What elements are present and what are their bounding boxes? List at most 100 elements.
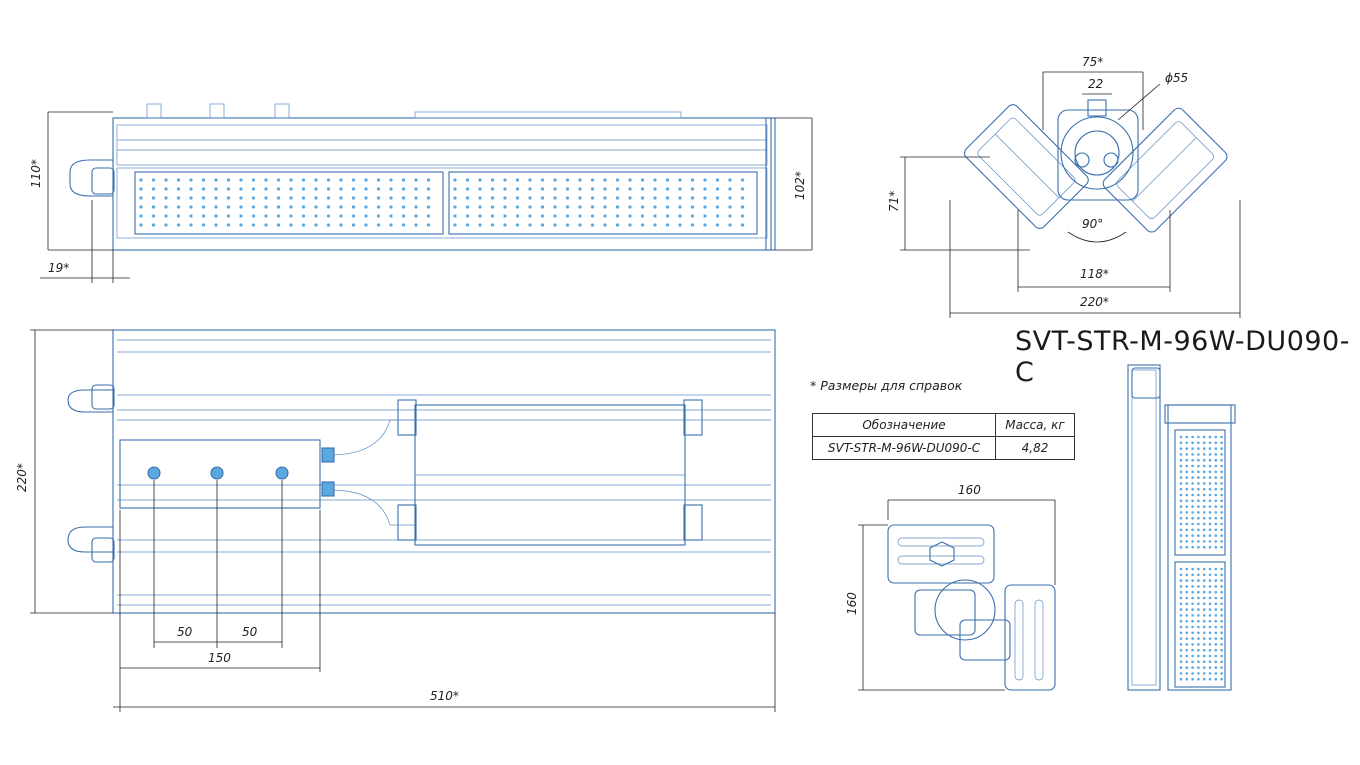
led-dot [1191,608,1194,611]
led-dot [376,205,381,209]
end-hole-dia-label: ϕ55 [1165,71,1188,85]
led-dot [1191,625,1194,629]
led-dot [301,223,306,227]
led-dot [1220,625,1223,629]
led-dot [264,205,268,209]
led-dot [1202,476,1206,479]
led-dot [590,205,595,209]
led-dot [139,196,143,200]
led-dot [251,178,256,182]
led-dot [414,214,418,218]
led-dot [1214,476,1218,479]
led-dot [565,196,570,200]
led-dot [1208,487,1212,491]
led-dot [1179,590,1183,594]
led-dot [1214,660,1218,664]
led-dot [1191,677,1194,681]
led-dot [1185,528,1189,532]
led-dot [1220,528,1223,532]
led-dot [1220,567,1223,571]
led-dot [1220,540,1223,543]
led-dot [1220,453,1223,456]
led-dot [1185,567,1189,571]
end-top-width-label: 75* [1082,55,1103,69]
led-dot [1185,470,1189,474]
led-dot [1202,677,1206,681]
led-dot [1185,579,1189,582]
led-dot [690,214,695,218]
led-dot [1191,579,1194,582]
led-dot [1185,534,1189,537]
led-dot [301,178,306,182]
end-height-label: 71* [887,191,901,212]
led-dot [703,205,707,209]
led-dot [351,214,356,218]
led-dot [540,223,545,227]
led-dot [1220,672,1223,675]
led-dot [1214,631,1218,635]
led-dot [715,178,720,182]
led-dot [1214,487,1218,491]
led-dot [465,196,470,200]
spec-header-designation: Обозначение [812,413,996,437]
led-dot [164,187,168,191]
led-dot [1208,567,1212,571]
led-dot [1202,579,1206,582]
led-dot [553,178,557,182]
led-dot [1202,453,1206,456]
led-dot [176,196,181,200]
led-dot [176,178,181,182]
led-dot [1208,677,1212,681]
led-dot [251,223,256,227]
led-dot [640,196,645,200]
led-dot [1179,441,1183,445]
led-dot [1214,453,1218,456]
led-dot [1208,476,1212,479]
led-dot [628,223,632,227]
led-dot [251,214,256,218]
led-dot [214,223,218,227]
led-dot [239,205,243,209]
side-view: 110* 102* 19* [29,103,813,283]
led-dot [239,196,243,200]
led-dot [1220,464,1223,468]
led-dot [151,223,156,227]
led-dot [540,178,545,182]
led-dot [239,178,243,182]
led-dot [276,223,281,227]
led-array-vertical [1179,435,1223,681]
led-dot [1214,643,1218,646]
led-dot [1214,590,1218,594]
spec-header-row: Обозначение Масса, кг [812,413,1075,437]
led-dot [553,214,557,218]
led-dot [1191,516,1194,520]
led-dot [740,196,745,200]
led-dot [1214,493,1218,497]
led-dot [1214,596,1218,600]
led-dot [1220,660,1223,664]
led-dot [665,223,670,227]
led-dot [1179,648,1183,652]
led-dot [201,214,206,218]
led-dot [478,214,482,218]
led-dot [1220,619,1223,623]
led-dot [615,214,620,218]
led-dot [1185,441,1189,445]
led-dot [640,214,645,218]
led-dot [164,214,168,218]
led-dot [1208,493,1212,497]
led-dot [503,205,507,209]
led-dot [715,205,720,209]
led-dot [314,187,318,191]
led-dot [728,205,732,209]
led-dot [1202,654,1206,658]
led-dot [1202,590,1206,594]
led-dot [1197,493,1200,497]
led-dot [314,214,318,218]
plan-length-label: 510* [430,689,459,703]
led-dot [1197,435,1200,439]
led-dot [1191,614,1194,617]
led-dot [289,187,293,191]
led-dot [1214,567,1218,571]
led-dot [1197,590,1200,594]
